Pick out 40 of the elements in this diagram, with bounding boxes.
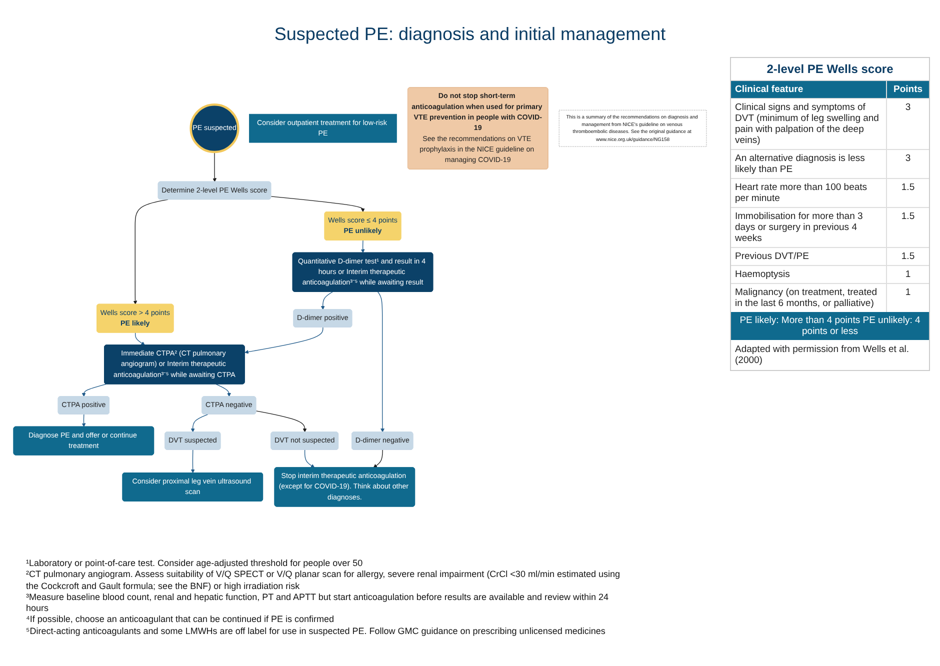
- footnote: ²CT pulmonary angiogram. Assess suitability of V/Q SPECT or V/Q planar scan for allergy, severe renal impairment (CrCl <30 ml/min estimated using the Cockcroft and Gault formula; see the BNF) or high irradiation risk: [26, 569, 621, 592]
- arrow: [378, 292, 384, 432]
- points-cell-text: 1.5: [900, 181, 916, 195]
- footnote: ⁵Direct-acting anticoagulants and some LMWHs are off label for use in suspected PE. Follow GMC guidance on prescribing unlicensed medicines: [26, 626, 606, 637]
- score-summary-bar: PE likely: More than 4 points PE unlikely: 4 points or less: [731, 312, 929, 340]
- arrow: [256, 410, 307, 432]
- column-header: Clinical feature: [731, 81, 887, 98]
- arrow: [190, 414, 208, 432]
- footnote: ⁴If possible, choose an anticoagulant that can be continued if PE is confirmed: [26, 614, 336, 626]
- arrow: [190, 450, 195, 474]
- points-cell-text: 1: [904, 286, 912, 300]
- arrow: [216, 384, 231, 397]
- table-title: 2-level PE Wells score: [766, 61, 894, 78]
- footnote: ³Measure baseline blood count, renal and hepatic function, PT and APTT but start anticoagulation before results are available and review within 24 hours: [26, 592, 610, 614]
- arrow: [270, 196, 365, 212]
- arrow: [373, 450, 383, 468]
- arrow: [304, 450, 315, 468]
- attribution-text: Adapted with permission from Wells et al. (2000): [734, 343, 910, 368]
- arrow: [244, 327, 324, 354]
- points-cell-text: 1.5: [900, 210, 916, 224]
- points-cell-text: 3: [904, 101, 912, 115]
- arrow: [212, 152, 217, 182]
- feature-cell: Heart rate more than 100 beats per minute: [731, 179, 887, 207]
- points-cell-text: 3: [904, 152, 912, 166]
- footnote: ¹Laboratory or point-of-care test. Consider age-adjusted threshold for people over 50: [26, 558, 364, 570]
- feature-cell: Immobilisation for more than 3 days or surgery in previous 4 weeks: [731, 208, 887, 247]
- title: Suspected PE: diagnosis and initial management: [273, 24, 667, 45]
- arrow: [320, 292, 333, 310]
- arrow: [82, 384, 106, 397]
- feature-cell: Clinical signs and symptoms of DVT (minimum of leg swelling and pain with palpation of the deep veins): [731, 99, 887, 149]
- arrow: [133, 199, 168, 304]
- points-cell-text: 1: [904, 268, 912, 282]
- points-cell-text: 1.5: [900, 250, 916, 264]
- feature-cell: An alternative diagnosis is less likely than PE: [731, 150, 887, 178]
- column-header: Points: [892, 83, 924, 97]
- arrow: [82, 414, 86, 427]
- arrow: [134, 332, 146, 346]
- arrow: [360, 240, 365, 254]
- feature-cell: Previous DVT/PE: [731, 248, 887, 265]
- feature-cell: Haemoptysis: [731, 266, 887, 283]
